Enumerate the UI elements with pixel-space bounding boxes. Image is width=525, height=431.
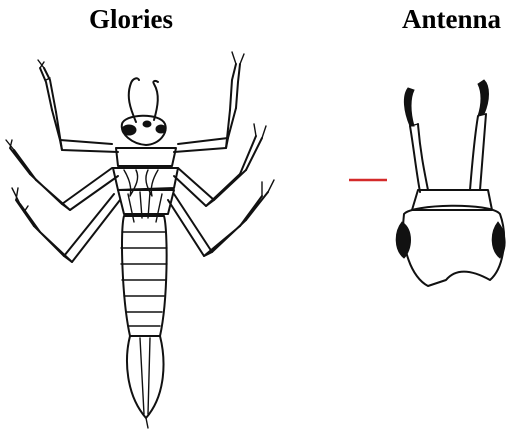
insect-figure [6, 52, 274, 428]
insect-right-eye [156, 125, 166, 133]
antenna-right [470, 80, 489, 190]
insect-left-eye [122, 125, 136, 135]
insect-thorax [113, 148, 178, 222]
antenna-figure [396, 80, 505, 286]
insect-front-legs [38, 52, 244, 152]
insect-abdomen [121, 216, 167, 428]
insect-head [122, 116, 166, 145]
antenna-head-left-eye [396, 222, 410, 258]
antenna-left [404, 88, 428, 192]
antenna-head [396, 190, 505, 286]
